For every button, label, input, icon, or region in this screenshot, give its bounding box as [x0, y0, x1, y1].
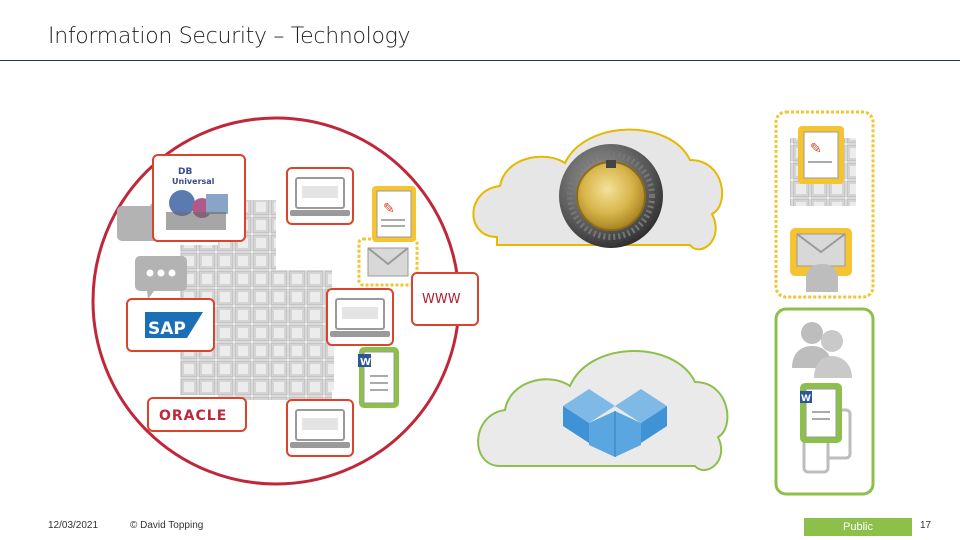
users-icon	[792, 322, 852, 378]
db-universal-logo: DB Universal	[152, 154, 246, 242]
external-yellow-group: ✎	[774, 110, 875, 299]
server-racks	[180, 200, 334, 400]
sap-logo: SAP	[126, 298, 215, 352]
www-label: WWW	[422, 292, 461, 307]
footer-date: 12/03/2021	[48, 520, 99, 531]
svg-text:✎: ✎	[383, 201, 395, 217]
secure-cloud	[472, 128, 724, 251]
remote-user-icon	[790, 228, 852, 292]
word-document-icon: W	[358, 347, 399, 408]
laptop-icon	[286, 399, 354, 457]
laptop-icon	[326, 288, 394, 346]
email-icon	[367, 247, 409, 277]
svg-text:W: W	[801, 394, 811, 404]
external-green-group: W	[774, 307, 875, 496]
safe-dial-icon	[559, 144, 663, 248]
oracle-logo: ORACLE	[147, 397, 247, 432]
classification-badge: Public	[804, 518, 912, 536]
svg-text:ORACLE: ORACLE	[159, 408, 227, 424]
svg-text:Universal: Universal	[172, 177, 215, 186]
svg-text:DB: DB	[178, 167, 192, 177]
title-divider	[0, 60, 960, 61]
page-number: 17	[920, 520, 932, 531]
chat-dots-icon	[135, 256, 187, 299]
storage-cloud	[477, 350, 729, 472]
footer-author: © David Topping	[130, 520, 204, 531]
dropbox-icon	[563, 389, 667, 457]
word-document-icon: W	[800, 383, 842, 443]
svg-text:SAP: SAP	[148, 319, 186, 339]
laptop-icon	[286, 167, 354, 225]
pdf-document-icon: ✎	[798, 126, 844, 184]
www-box: WWW	[411, 272, 479, 326]
slide-title: Information Security – Technology	[48, 24, 411, 49]
svg-text:W: W	[360, 357, 371, 368]
svg-text:✎: ✎	[810, 141, 822, 157]
